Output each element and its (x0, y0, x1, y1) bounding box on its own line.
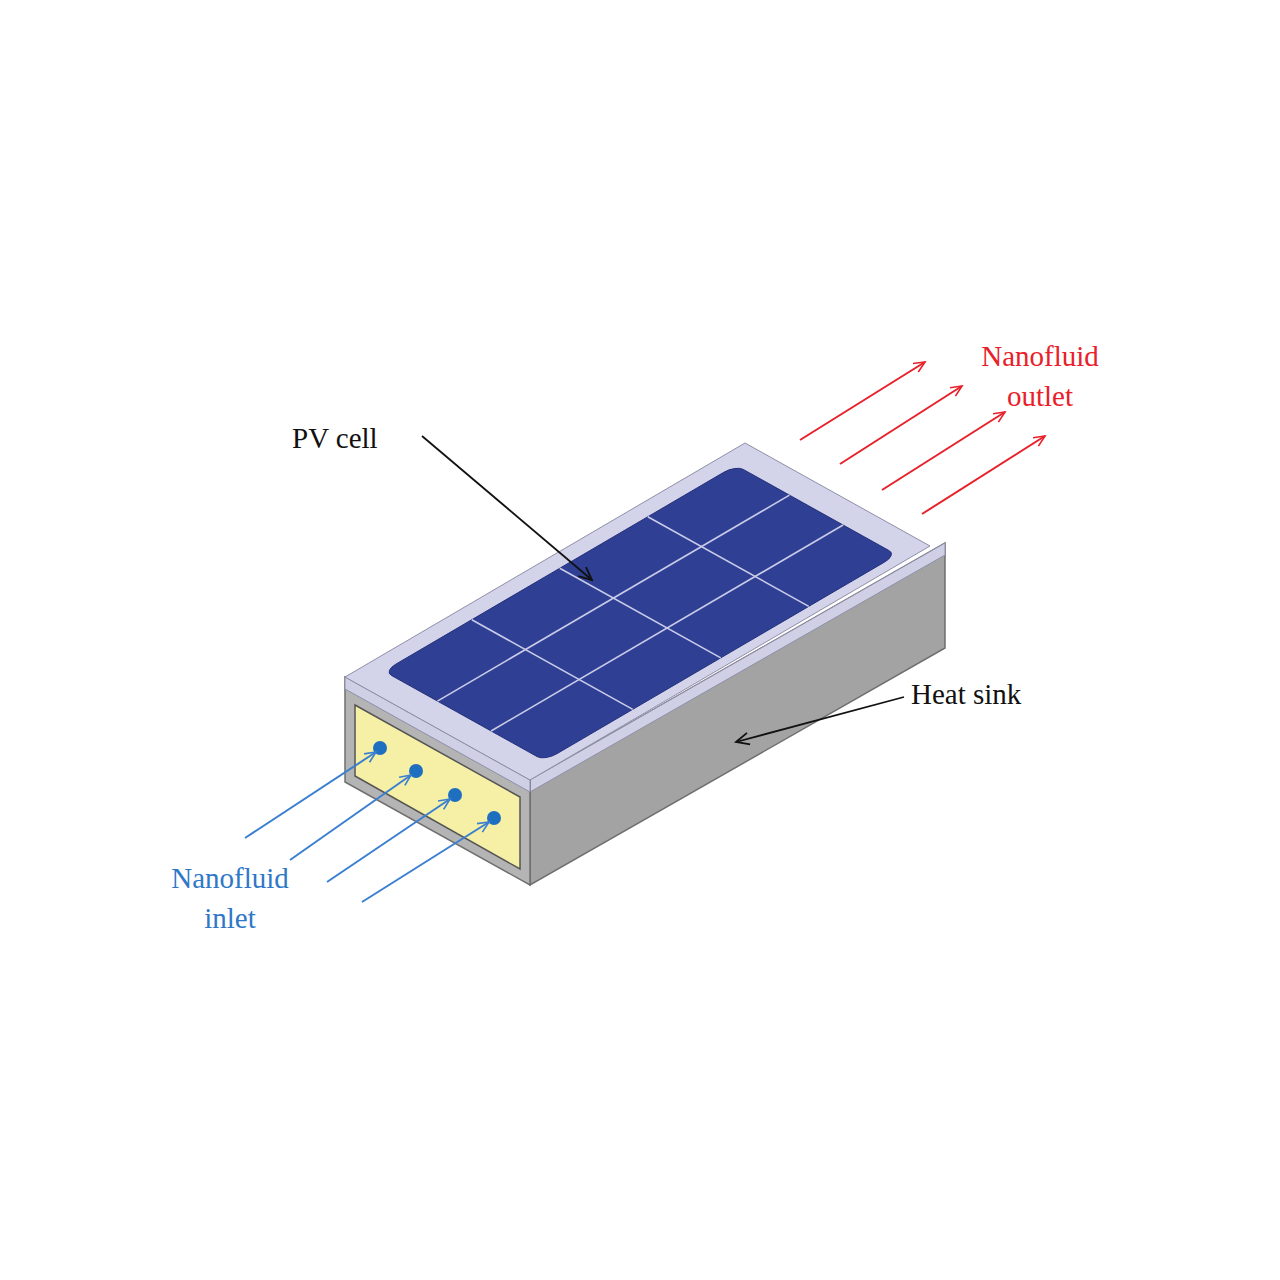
flow-label: Nanofluid inlet (150, 858, 310, 938)
pv-panel (384, 465, 897, 761)
grid-line (472, 620, 633, 710)
top-face (345, 443, 930, 780)
part-label: Heat sink (911, 674, 1021, 714)
inlet-arrow (362, 822, 489, 902)
inlet-arrow (290, 775, 411, 860)
grid-line (437, 495, 789, 701)
outlet-arrow (882, 412, 1005, 490)
outlet-arrow (840, 386, 962, 464)
leader-line (736, 697, 904, 742)
flow-label: Nanofluid outlet (960, 336, 1120, 416)
inlet-ports (373, 741, 501, 825)
inlet-arrow (245, 752, 376, 838)
leader-line (422, 436, 592, 580)
part-label: PV cell (292, 418, 378, 458)
cell-grid (384, 465, 897, 761)
grid-line (491, 525, 843, 731)
grid-line (648, 517, 809, 607)
grid-line (560, 568, 721, 658)
glass-cover (345, 443, 930, 780)
outlet-arrow (922, 436, 1045, 514)
outlet-arrow (800, 362, 925, 440)
inlet-arrow (327, 799, 450, 882)
